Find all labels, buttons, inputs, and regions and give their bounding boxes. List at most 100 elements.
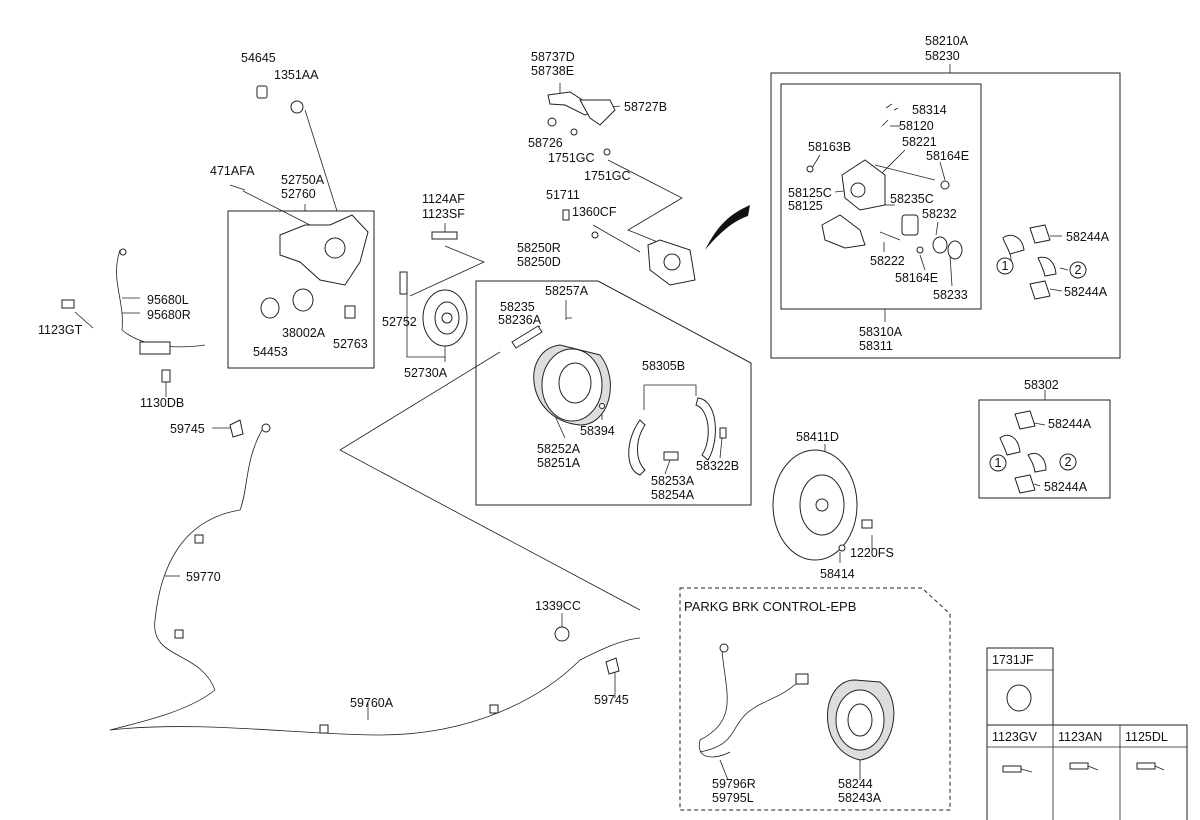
label-59745-a: 59745 bbox=[170, 422, 205, 436]
knuckle-52750A bbox=[279, 214, 369, 286]
caliper-inner-box bbox=[780, 83, 982, 310]
grommet-1339CC bbox=[554, 626, 570, 642]
circled-markers: 1 2 1 2 bbox=[989, 257, 1087, 472]
epb-harness-59796R bbox=[698, 649, 731, 758]
circle-marker: 2 bbox=[1075, 263, 1082, 277]
label-54453: 54453 bbox=[253, 345, 288, 359]
knuckle-box bbox=[227, 210, 375, 369]
carrier-58125 bbox=[821, 214, 866, 249]
piston-58235C bbox=[901, 214, 919, 236]
label-52730A: 52730A bbox=[404, 366, 448, 380]
bolt-1125DL bbox=[1136, 762, 1156, 770]
label-58257A: 58257A bbox=[545, 284, 589, 298]
label-52750A: 52750A bbox=[281, 173, 325, 187]
backing-plate-58252A bbox=[533, 344, 611, 426]
cable-59760A bbox=[109, 637, 641, 736]
label-1124AF: 1124AF bbox=[422, 192, 465, 206]
label-1751GC-b: 1751GC bbox=[584, 169, 631, 183]
label-59770: 59770 bbox=[186, 570, 221, 584]
epb-box bbox=[679, 587, 951, 811]
caliper-kit-parts bbox=[806, 103, 1057, 494]
nut-1351AA bbox=[290, 100, 304, 114]
label-58221: 58221 bbox=[902, 135, 937, 149]
label-58125C: 58125C bbox=[788, 186, 832, 200]
legend-parts bbox=[1002, 684, 1165, 773]
label-58125: 58125 bbox=[788, 199, 823, 213]
label-58235: 58235 bbox=[500, 300, 535, 314]
label-58250R: 58250R bbox=[517, 241, 561, 255]
caliper-bracket-parts bbox=[547, 91, 750, 286]
bracket-58727B bbox=[579, 99, 616, 126]
pointer-arrow bbox=[705, 205, 750, 250]
label-58253A: 58253A bbox=[651, 474, 695, 488]
label-58250D: 58250D bbox=[517, 255, 561, 269]
label-1123SF: 1123SF bbox=[422, 207, 465, 221]
epb-title: PARKG BRK CONTROL-EPB bbox=[684, 599, 856, 614]
bolt-1123GT bbox=[61, 299, 75, 309]
circle-marker: 2 bbox=[1065, 455, 1072, 469]
label-52760: 52760 bbox=[281, 187, 316, 201]
bolt-1130DB bbox=[161, 369, 171, 383]
label-58233: 58233 bbox=[933, 288, 968, 302]
label-471AFA: 471AFA bbox=[210, 164, 255, 178]
label-1130DB: 1130DB bbox=[140, 396, 184, 410]
label-51711: 51711 bbox=[546, 188, 580, 202]
hub-knuckle-parts bbox=[61, 85, 468, 383]
label-58235C: 58235C bbox=[890, 192, 934, 206]
label-58302: 58302 bbox=[1024, 378, 1059, 392]
plug-1731JF bbox=[1006, 684, 1032, 712]
label-1360CF: 1360CF bbox=[572, 205, 617, 219]
label-58232: 58232 bbox=[922, 207, 957, 221]
clip-59745-upper bbox=[229, 419, 244, 438]
label-58244A-d: 58244A bbox=[1044, 480, 1088, 494]
bolt-52752 bbox=[399, 271, 408, 295]
label-58322B: 58322B bbox=[696, 459, 739, 473]
bolt-1123AN bbox=[1069, 762, 1089, 770]
bolt-1220FS bbox=[861, 519, 873, 529]
label-58311: 58311 bbox=[859, 339, 893, 353]
bolt-1123GV bbox=[1002, 765, 1022, 773]
shoe-58305B-right bbox=[695, 397, 716, 461]
label-58222: 58222 bbox=[870, 254, 905, 268]
clip-59745-lower bbox=[605, 657, 620, 675]
label-38002A: 38002A bbox=[282, 326, 326, 340]
label-58394: 58394 bbox=[580, 424, 615, 438]
label-1751GC-a: 1751GC bbox=[548, 151, 595, 165]
label-58411D: 58411D bbox=[796, 430, 839, 444]
label-58244A-c: 58244A bbox=[1048, 417, 1092, 431]
label-59796R: 59796R bbox=[712, 777, 756, 791]
bolt-1124AF bbox=[431, 231, 458, 240]
parking-brake-box bbox=[475, 280, 752, 506]
bolt-54645 bbox=[256, 85, 268, 99]
label-58737D: 58737D bbox=[531, 50, 575, 64]
label-58251A: 58251A bbox=[537, 456, 581, 470]
label-95680L: 95680L bbox=[147, 293, 189, 307]
spring-58235 bbox=[511, 325, 543, 349]
label-58164E-a: 58164E bbox=[926, 149, 969, 163]
bush-38002A bbox=[292, 288, 314, 312]
label-58244A-b: 58244A bbox=[1064, 285, 1108, 299]
label-58305B: 58305B bbox=[642, 359, 685, 373]
label-52763: 52763 bbox=[333, 337, 368, 351]
label-58230: 58230 bbox=[925, 49, 960, 63]
legend-label-1: 1123GV bbox=[992, 730, 1038, 744]
legend-label-2: 1123AN bbox=[1058, 730, 1102, 744]
legend-label-top: 1731JF bbox=[992, 653, 1034, 667]
label-58314: 58314 bbox=[912, 103, 947, 117]
label-58310A: 58310A bbox=[859, 325, 903, 339]
label-58163B: 58163B bbox=[808, 140, 851, 154]
label-52752: 52752 bbox=[382, 315, 417, 329]
label-58254A: 58254A bbox=[651, 488, 695, 502]
label-58120: 58120 bbox=[899, 119, 934, 133]
cable-parts bbox=[109, 419, 641, 736]
label-58236A: 58236A bbox=[498, 313, 542, 327]
hub-bearing-52730A bbox=[422, 289, 468, 347]
circle-marker: 1 bbox=[995, 456, 1002, 470]
part-labels: 54645 1351AA 471AFA 52750A 52760 95680L … bbox=[38, 34, 1110, 805]
label-54645: 54645 bbox=[241, 51, 276, 65]
label-58210A: 58210A bbox=[925, 34, 969, 48]
bolt-52763 bbox=[344, 305, 356, 319]
bolt-51711 bbox=[562, 209, 570, 221]
bolt-58726 bbox=[547, 117, 557, 127]
disc-parts bbox=[772, 449, 873, 561]
